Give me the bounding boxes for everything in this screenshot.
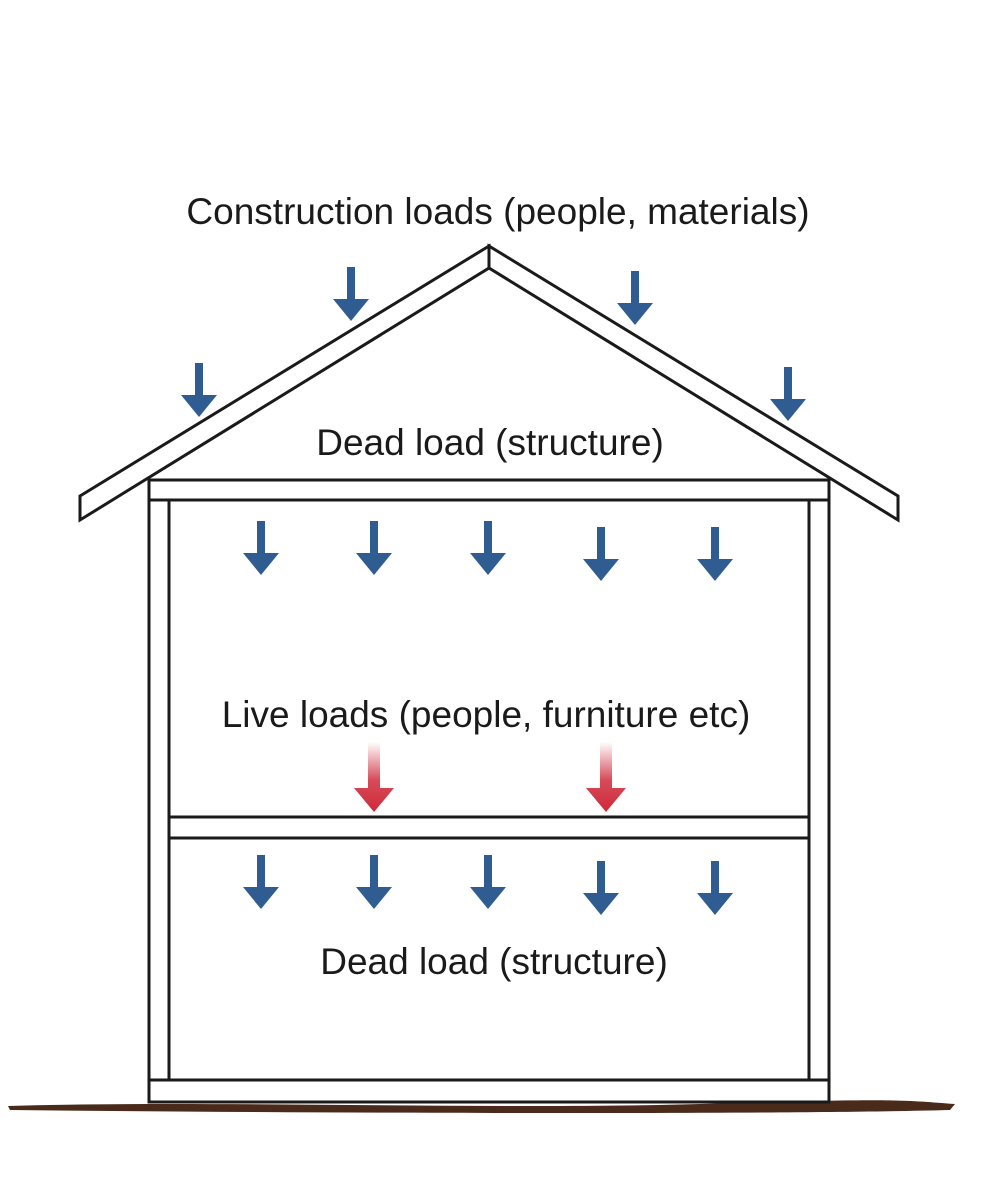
ceiling-joist <box>147 478 831 502</box>
dead-load-roof-label: Dead load (structure) <box>316 422 664 463</box>
down-arrow-icon <box>586 742 626 812</box>
roof-rafter-right <box>487 243 900 523</box>
down-arrow-icon <box>470 521 506 575</box>
down-arrow-icon <box>356 521 392 575</box>
down-arrow-icon <box>583 861 619 915</box>
down-arrow-icon <box>617 271 653 325</box>
down-arrow-icon <box>770 367 806 421</box>
down-arrow-icon <box>697 527 733 581</box>
foundation-plate <box>147 1078 831 1104</box>
down-arrow-icon <box>243 855 279 909</box>
dead-load-floor-label: Dead load (structure) <box>320 941 668 982</box>
upper-floor-arrows <box>243 521 733 581</box>
floor-slab <box>167 815 811 840</box>
construction-loads-label: Construction loads (people, materials) <box>186 191 809 232</box>
ground-line <box>8 1100 955 1113</box>
down-arrow-icon <box>333 267 369 321</box>
roof-arrows <box>181 267 806 421</box>
down-arrow-icon <box>697 861 733 915</box>
down-arrow-icon <box>470 855 506 909</box>
live-loads-label: Live loads (people, furniture etc) <box>222 694 751 735</box>
live-load-arrows <box>354 742 626 812</box>
down-arrow-icon <box>583 527 619 581</box>
down-arrow-icon <box>181 363 217 417</box>
down-arrow-icon <box>356 855 392 909</box>
down-arrow-icon <box>243 521 279 575</box>
lower-floor-arrows <box>243 855 733 915</box>
right-wall <box>807 482 831 1098</box>
down-arrow-icon <box>354 742 394 812</box>
left-wall <box>147 482 171 1098</box>
